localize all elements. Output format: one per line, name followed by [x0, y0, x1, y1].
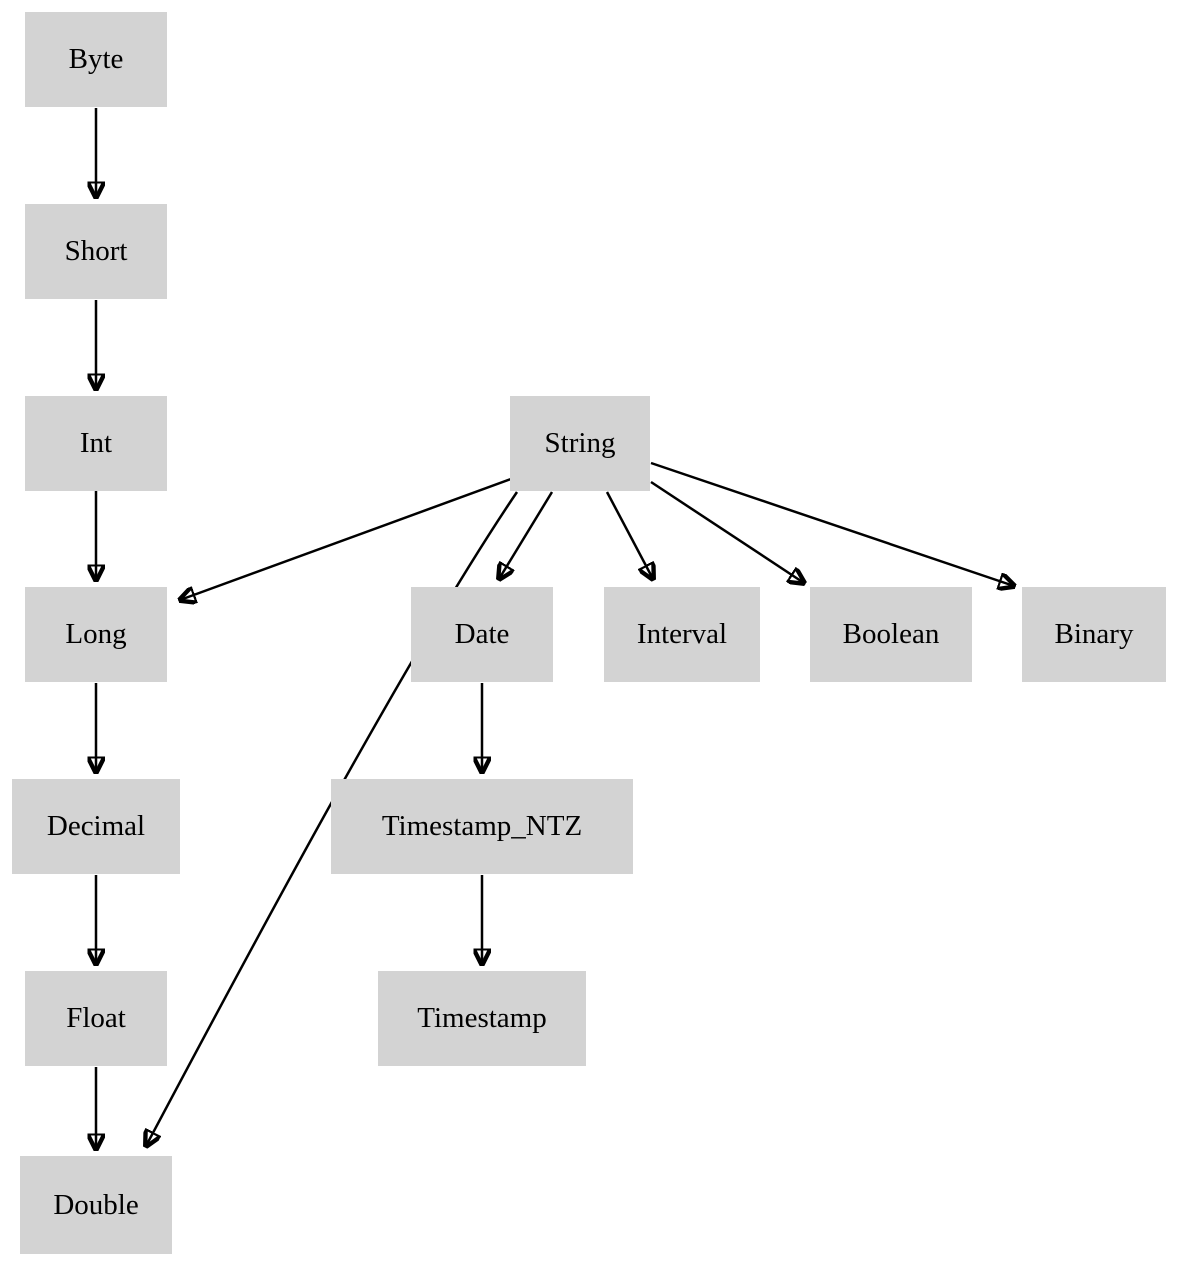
node-float: Float: [25, 971, 167, 1066]
node-timestamp-ntz-label: Timestamp_NTZ: [381, 810, 583, 842]
node-int: Int: [25, 396, 167, 491]
edge-string-binary: [650, 461, 1014, 586]
node-timestamp-label: Timestamp: [417, 1002, 547, 1034]
node-long: Long: [25, 587, 167, 682]
node-int-label: Int: [79, 427, 113, 459]
node-double-label: Double: [53, 1188, 139, 1221]
node-date: Date: [411, 587, 553, 682]
node-interval-label: Interval: [636, 618, 728, 650]
node-boolean-label: Boolean: [842, 618, 940, 650]
node-timestamp-ntz: Timestamp_NTZ: [331, 779, 633, 874]
edge-string-boolean: [650, 480, 804, 583]
edge-string-date: [499, 491, 554, 579]
node-binary: Binary: [1022, 587, 1166, 682]
node-boolean: Boolean: [810, 587, 972, 682]
edge-string-interval: [605, 491, 653, 579]
node-decimal: Decimal: [12, 779, 180, 874]
node-timestamp: Timestamp: [378, 971, 586, 1066]
node-short-label: Short: [64, 235, 128, 267]
node-interval: Interval: [604, 587, 760, 682]
edge-string-long: [180, 477, 512, 600]
node-long-label: Long: [65, 618, 127, 650]
node-byte-label: Byte: [68, 43, 124, 75]
node-date-label: Date: [454, 618, 510, 650]
node-decimal-label: Decimal: [46, 810, 146, 842]
node-string-label: String: [544, 427, 616, 459]
node-byte: Byte: [25, 12, 167, 107]
node-string: String: [510, 396, 650, 491]
node-binary-label: Binary: [1054, 618, 1134, 650]
node-double: Double: [20, 1156, 172, 1254]
edge-string-double: [146, 491, 519, 1146]
node-short: Short: [25, 204, 167, 299]
node-float-label: Float: [66, 1002, 126, 1034]
